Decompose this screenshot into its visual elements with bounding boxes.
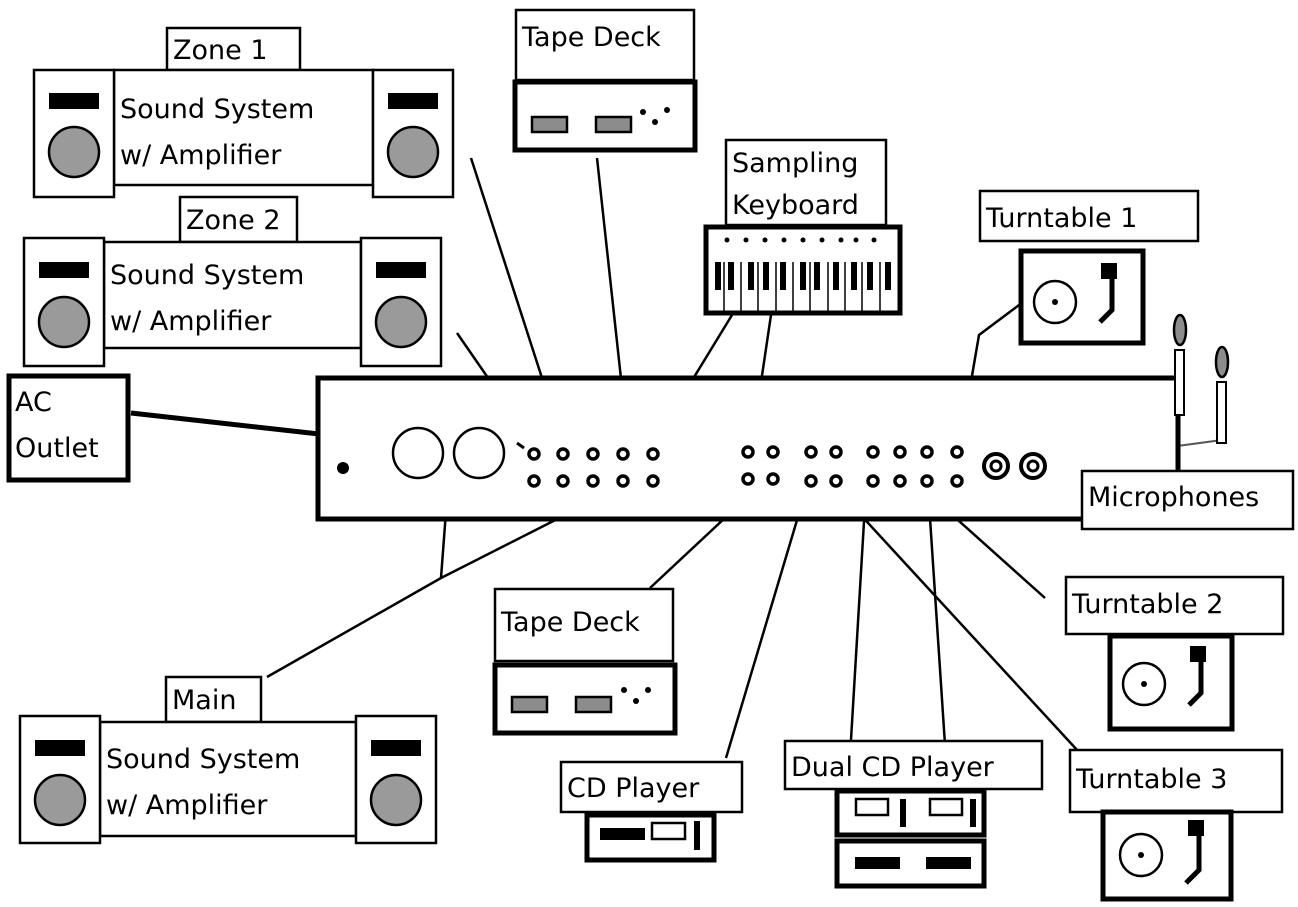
zone2-label-line1: Sound System: [110, 260, 304, 291]
microphones: Microphones: [1080, 313, 1295, 531]
zone2-label-line2: w/ Amplifier: [110, 306, 272, 337]
cd-player-label: CD Player: [567, 773, 700, 804]
wire-turntable3: [833, 485, 1079, 752]
microphone1-body: [1174, 349, 1185, 416]
main-sound-system: Main Sound System w/ Amplifier: [18, 675, 438, 845]
turntable2-label: Turntable 2: [1071, 589, 1223, 620]
sampling-keyboard-label-line2: Keyboard: [732, 190, 859, 221]
tape-deck-bottom: Tape Deck: [492, 587, 678, 736]
main-label: Main: [172, 685, 236, 716]
main-label-line1: Sound System: [106, 744, 300, 775]
sampling-keyboard: Sampling Keyboard: [703, 138, 903, 316]
turntable2-label-box: [1064, 575, 1285, 636]
tape-deck-top-label-box: [514, 8, 696, 82]
wire-dual-cd-a: [846, 487, 868, 791]
ac-outlet-label-line2: Outlet: [15, 433, 99, 464]
turntable1-label-box: [978, 189, 1200, 243]
microphone1-head: [1172, 313, 1188, 347]
dual-cd-player: Dual CD Player: [783, 739, 1044, 889]
cd-player-label-box: [559, 760, 744, 814]
dual-cd-player-label: Dual CD Player: [791, 752, 995, 783]
microphone2-body: [1216, 381, 1227, 444]
sampling-keyboard-label-box: [724, 138, 888, 227]
power-port: [337, 462, 349, 474]
ac-outlet: AC Outlet: [6, 373, 131, 483]
dual-cd-player-label-box: [783, 739, 1044, 791]
mixer-knob-right: [452, 426, 506, 480]
tape-deck-top-label: Tape Deck: [521, 22, 661, 53]
turntable3-label-box: [1068, 748, 1284, 814]
turntable3-icon: [1100, 809, 1234, 902]
turntable3-label: Turntable 3: [1075, 764, 1227, 795]
tape-deck-top: Tape Deck: [512, 8, 698, 153]
sampling-keyboard-label-line1: Sampling: [732, 148, 858, 179]
zone2-label-box: [178, 195, 299, 244]
tape-deck-bottom-label-box: [493, 587, 675, 663]
microphone-jacks: [982, 452, 1047, 480]
cd-player: CD Player: [559, 760, 744, 863]
zone1-label: Zone 1: [173, 35, 268, 66]
main-label-line2: w/ Amplifier: [106, 790, 268, 821]
rca-jack-row-bottom: [527, 472, 964, 488]
zone1-label-line2: w/ Amplifier: [120, 140, 282, 171]
main-label-box: [164, 675, 263, 724]
turntable-2: Turntable 2: [1064, 575, 1285, 732]
ac-outlet-box: [6, 373, 131, 483]
zone1-sound-system: Zone 1 Sound System w/ Amplifier: [32, 26, 455, 199]
microphones-label-box: [1080, 469, 1295, 531]
mixer-unit: [315, 375, 1181, 522]
zone1-label-box: [165, 26, 302, 72]
turntable-1: Turntable 1: [978, 189, 1200, 346]
rca-jack-row-top: [527, 445, 964, 461]
zone2-label: Zone 2: [186, 205, 281, 236]
zone2-sound-system: Zone 2 Sound System w/ Amplifier: [22, 195, 443, 368]
mixer-knob-left: [391, 426, 445, 480]
turntable1-label: Turntable 1: [985, 203, 1137, 234]
turntable-3: Turntable 3: [1068, 748, 1284, 902]
wire-main-speakers: [266, 576, 442, 679]
ac-outlet-label-line1: AC: [15, 387, 52, 418]
microphones-label: Microphones: [1088, 482, 1259, 513]
wire-dual-cd-b: [926, 487, 950, 791]
tape-deck-bottom-label: Tape Deck: [500, 607, 640, 638]
microphone2-head: [1214, 345, 1230, 379]
zone1-label-line1: Sound System: [120, 94, 314, 125]
wire-cd-player: [724, 489, 808, 759]
wire-ac-outlet: [130, 410, 329, 438]
